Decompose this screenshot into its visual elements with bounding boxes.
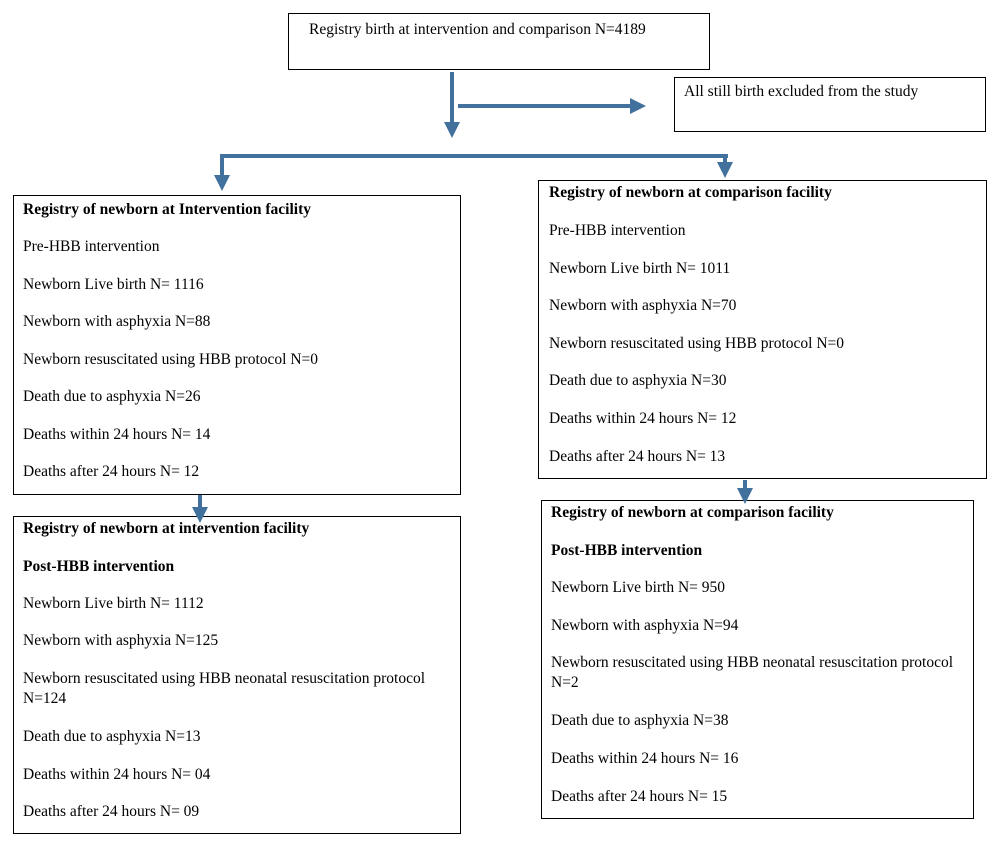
comparison-post-asphyxia: Newborn with asphyxia N=94 [551,617,739,634]
intervention-post-phase: Post-HBB intervention [23,558,175,575]
intervention-pre-title: Registry of newborn at Intervention faci… [23,201,311,218]
intervention-pre-resuscitated: Newborn resuscitated using HBB protocol … [23,351,319,368]
comparison-post-deaths-after-24: Deaths after 24 hours N= 15 [551,788,728,805]
intervention-post-title: Registry of newborn at intervention faci… [23,520,310,537]
comparison-post-deaths-within-24: Deaths within 24 hours N= 16 [551,750,739,767]
excluded-label: All still birth excluded from the study [684,83,919,100]
comparison-pre-resuscitated: Newborn resuscitated using HBB protocol … [549,335,845,352]
registry-birth-box: Registry birth at intervention and compa… [288,13,710,70]
comparison-post-resuscitated: Newborn resuscitated using HBB neonatal … [551,654,954,691]
comparison-post-title: Registry of newborn at comparison facili… [551,504,834,521]
comparison-post-death-asphyxia: Death due to asphyxia N=38 [551,712,729,729]
intervention-post-deaths-after-24: Deaths after 24 hours N= 09 [23,803,200,820]
intervention-pre-box: Registry of newborn at Intervention faci… [13,195,461,495]
intervention-post-box: Registry of newborn at intervention faci… [13,516,461,834]
intervention-post-asphyxia: Newborn with asphyxia N=125 [23,632,219,649]
comparison-pre-deaths-within-24: Deaths within 24 hours N= 12 [549,410,737,427]
excluded-box: All still birth excluded from the study [674,77,986,132]
comparison-pre-asphyxia: Newborn with asphyxia N=70 [549,297,737,314]
intervention-pre-phase: Pre-HBB intervention [23,238,160,255]
intervention-pre-deaths-within-24: Deaths within 24 hours N= 14 [23,426,211,443]
comparison-post-box: Registry of newborn at comparison facili… [541,500,974,819]
comparison-pre-death-asphyxia: Death due to asphyxia N=30 [549,372,727,389]
comparison-pre-title: Registry of newborn at comparison facili… [549,184,832,201]
intervention-post-resuscitated: Newborn resuscitated using HBB neonatal … [23,670,426,707]
intervention-post-death-asphyxia: Death due to asphyxia N=13 [23,728,201,745]
registry-birth-label: Registry birth at intervention and compa… [309,21,646,38]
intervention-pre-deaths-after-24: Deaths after 24 hours N= 12 [23,463,200,480]
intervention-pre-live-birth: Newborn Live birth N= 1116 [23,276,204,293]
comparison-post-live-birth: Newborn Live birth N= 950 [551,579,726,596]
comparison-pre-phase: Pre-HBB intervention [549,222,686,239]
comparison-pre-deaths-after-24: Deaths after 24 hours N= 13 [549,448,726,465]
comparison-pre-box: Registry of newborn at comparison facili… [538,180,987,479]
comparison-post-phase: Post-HBB intervention [551,542,703,559]
intervention-post-live-birth: Newborn Live birth N= 1112 [23,595,204,612]
intervention-pre-asphyxia: Newborn with asphyxia N=88 [23,313,211,330]
intervention-post-deaths-within-24: Deaths within 24 hours N= 04 [23,766,211,783]
comparison-pre-live-birth: Newborn Live birth N= 1011 [549,260,731,277]
intervention-pre-death-asphyxia: Death due to asphyxia N=26 [23,388,201,405]
